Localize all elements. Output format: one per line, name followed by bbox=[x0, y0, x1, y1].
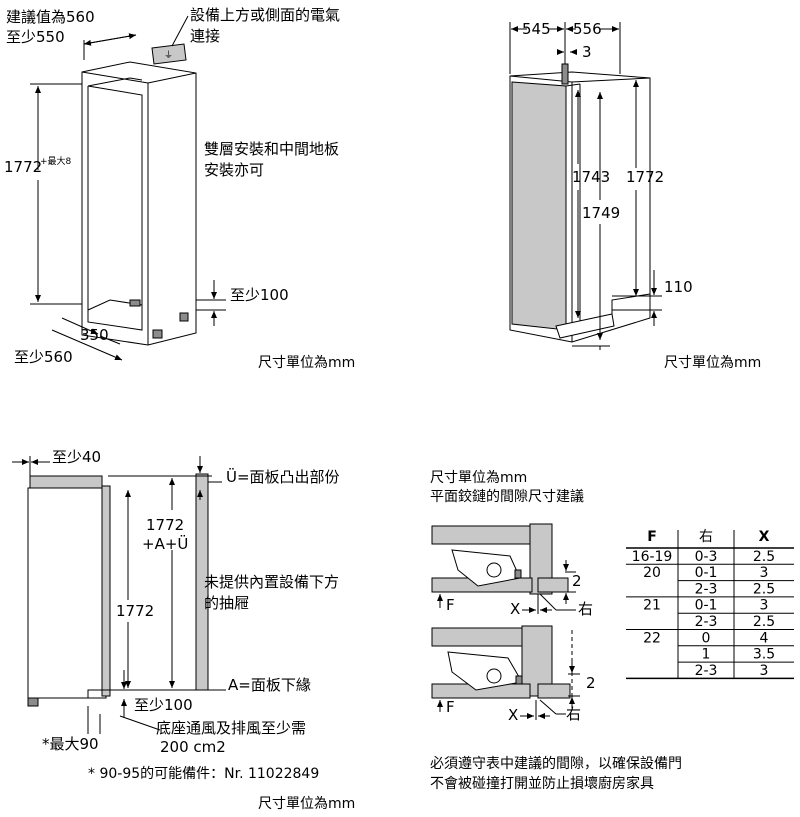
side-view-appliance bbox=[509, 63, 651, 343]
min-width-label: 至少550 bbox=[6, 28, 65, 46]
table-cell: 2-3 bbox=[695, 581, 718, 597]
hinge-note-line1: 必須遵守表中建議的間隙，以確保設備門 bbox=[430, 755, 682, 772]
unit-note-3: 尺寸單位為mm bbox=[258, 796, 355, 812]
f-label-top: F bbox=[446, 596, 455, 614]
outlet-note-line1: 設備上方或側面的電氣 bbox=[190, 6, 340, 24]
depth-350-label: 350 bbox=[80, 326, 109, 344]
hinge-panel: 尺寸單位為mm 平面鉸鏈的間隙尺寸建議 2 F X 右 bbox=[430, 470, 794, 792]
right-label-top: 右 bbox=[578, 600, 593, 618]
f-label-bottom: F bbox=[446, 698, 455, 716]
table-cell: 0 bbox=[702, 630, 711, 646]
niche-panel: ⏚ 建議值為560 至少550 設備上方或側面的電氣 連接 1772 +最大8 … bbox=[4, 6, 355, 371]
dim-556: 556 bbox=[573, 20, 602, 38]
table-cell: 21 bbox=[643, 598, 661, 614]
hinge-title-line2: 平面鉸鏈的間隙尺寸建議 bbox=[430, 488, 584, 505]
table-cell: 3 bbox=[760, 663, 769, 679]
hinge-title-line1: 尺寸單位為mm bbox=[430, 470, 527, 486]
max-90-label: *最大90 bbox=[42, 735, 99, 753]
dim-545: 545 bbox=[522, 20, 551, 38]
a-label: A=面板下緣 bbox=[228, 676, 311, 694]
x-label-top: X bbox=[510, 600, 520, 618]
front-view-panel: 至少40 Ü=面板凸出部份 1772 +A+Ü 1772 未提供內置設備下方 的… bbox=[12, 448, 355, 812]
table-cell: 2.5 bbox=[753, 614, 775, 630]
table-cell: 2-3 bbox=[695, 663, 718, 679]
table-cell: 2.5 bbox=[753, 581, 775, 597]
height-label: 1772 bbox=[4, 158, 42, 176]
unit-note-2: 尺寸單位為mm bbox=[664, 355, 761, 371]
vent-note-line1: 底座通風及排風至少需 bbox=[156, 719, 306, 737]
table-cell: 20 bbox=[643, 565, 661, 581]
table-cell: 0-1 bbox=[695, 565, 718, 581]
table-header-0: F bbox=[647, 529, 657, 545]
table-cell: 2-3 bbox=[695, 614, 718, 630]
min-40-label: 至少40 bbox=[52, 448, 101, 466]
two-level-note-line1: 雙層安裝和中間地板 bbox=[204, 140, 339, 158]
hinge-drawing-top bbox=[431, 523, 569, 595]
dim-1772: 1772 bbox=[626, 168, 664, 186]
dim-1743: 1743 bbox=[572, 168, 610, 186]
table-header-1: 右 bbox=[699, 529, 713, 545]
x-label-bottom: X bbox=[508, 706, 518, 724]
min-100-label: 至少100 bbox=[230, 286, 289, 304]
gap-2-top: 2 bbox=[572, 572, 582, 590]
table-cell: 22 bbox=[643, 630, 661, 646]
table-cell: 0-1 bbox=[695, 598, 718, 614]
no-drawer-note-line1: 未提供內置設備下方 bbox=[204, 573, 339, 591]
height-tolerance: +最大8 bbox=[40, 155, 72, 167]
rec-width-label: 建議值為560 bbox=[6, 8, 95, 26]
outlet-symbol: ⏚ bbox=[164, 50, 173, 61]
outlet-note-line2: 連接 bbox=[190, 27, 220, 45]
min-100-front: 至少100 bbox=[134, 696, 193, 714]
table-cell: 16-19 bbox=[632, 549, 673, 565]
dim-110: 110 bbox=[664, 278, 693, 296]
hinge-drawing-bottom bbox=[431, 625, 573, 700]
spare-part-footnote: * 90-95的可能備件：Nr. 11022849 bbox=[88, 766, 319, 782]
two-level-note-line2: 安裝亦可 bbox=[204, 161, 264, 179]
front-view-appliance bbox=[27, 473, 210, 707]
height-formula-line2: +A+Ü bbox=[142, 534, 188, 553]
dim-3: 3 bbox=[582, 43, 592, 61]
table-cell: 0-3 bbox=[695, 549, 718, 565]
table-cell: 1 bbox=[702, 647, 711, 663]
table-cell: 3 bbox=[760, 565, 769, 581]
table-cell: 2.5 bbox=[753, 549, 775, 565]
vent-note-line2: 200 cm2 bbox=[160, 738, 226, 756]
gap-table: F 右 X 16-19 0-3 2.5 20 0-1 3 2-3 2.5 21 0-1 3 2-3 2.5 22… bbox=[626, 529, 794, 680]
gap-2-bottom: 2 bbox=[586, 674, 596, 692]
u-label: Ü=面板凸出部份 bbox=[226, 467, 340, 486]
dim-1749: 1749 bbox=[582, 204, 620, 222]
table-cell: 4 bbox=[760, 630, 769, 646]
no-drawer-note-line2: 的抽屜 bbox=[204, 594, 249, 612]
min-560-label: 至少560 bbox=[14, 348, 73, 366]
height-formula-line1: 1772 bbox=[146, 516, 184, 534]
right-label-bottom: 右 bbox=[566, 705, 581, 723]
table-header-2: X bbox=[759, 529, 770, 545]
hinge-note-line2: 不會被碰撞打開並防止損壞廚房家具 bbox=[430, 775, 654, 792]
side-view-panel: 545 556 3 1743 1749 1772 110 尺寸單位為mm bbox=[509, 20, 761, 371]
height-1772: 1772 bbox=[116, 602, 154, 620]
table-cell: 3 bbox=[760, 598, 769, 614]
niche-cabinet-drawing: ⏚ bbox=[81, 43, 197, 346]
unit-note-1: 尺寸單位為mm bbox=[258, 355, 355, 371]
table-cell: 3.5 bbox=[753, 647, 775, 663]
